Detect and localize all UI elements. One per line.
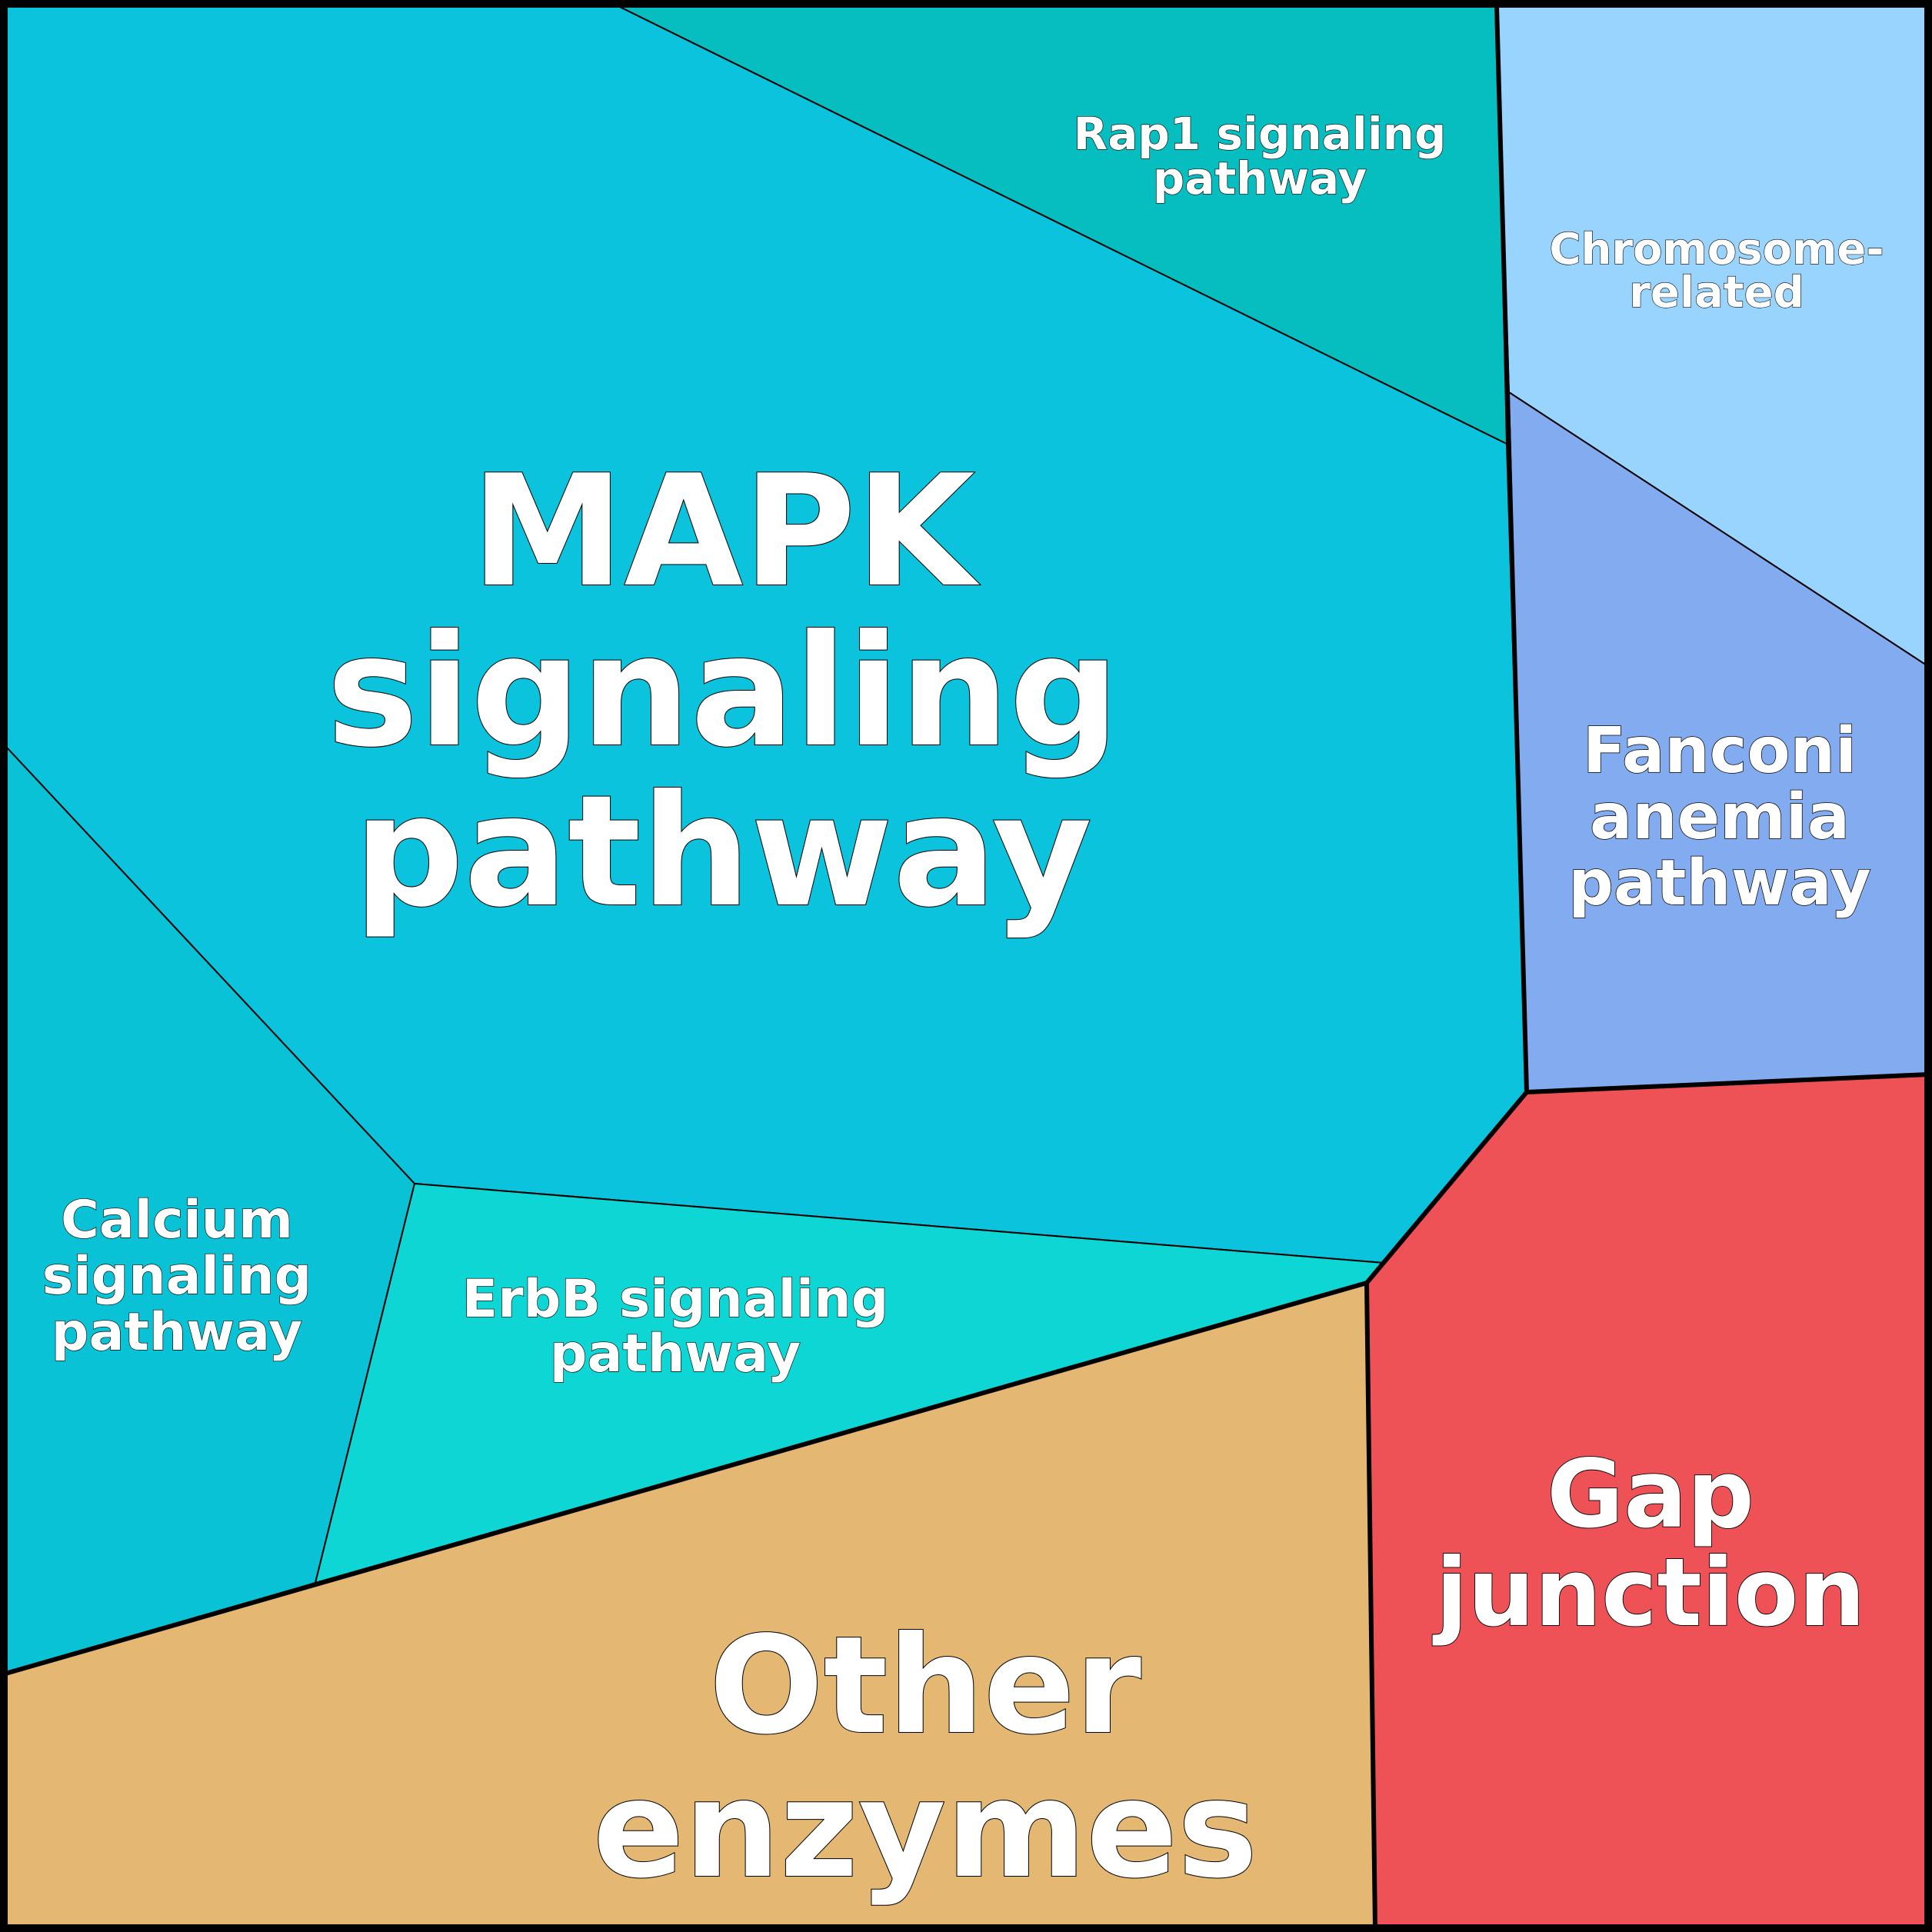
label-chromosome-line-1: Chromosome- — [1549, 225, 1884, 275]
label-erbb-line-1: ErbB signaling — [462, 1269, 889, 1330]
group-borders — [5, 5, 1929, 1929]
label-other-line-1: Other — [709, 1608, 1141, 1764]
label-mapk-line-2: signaling — [327, 602, 1120, 781]
label-fanconi-line-3: pathway — [1568, 847, 1871, 920]
label-fanconi-line-2: anemia — [1590, 781, 1850, 854]
label-calcium-line-2: signaling — [42, 1246, 311, 1307]
group-border-right — [1526, 1072, 1929, 1094]
label-mapk-line-3: pathway — [354, 762, 1092, 941]
label-fanconi-line-1: Fanconi — [1583, 715, 1857, 788]
label-calcium-line-1: Calcium — [61, 1190, 293, 1251]
label-chromosome-line-2: related — [1629, 268, 1804, 318]
label-rap1-line-1: Rap1 signaling — [1074, 108, 1447, 160]
label-rap1-line-2: pathway — [1153, 152, 1367, 205]
cells-layer — [5, 5, 1927, 1927]
label-gap-line-2: junction — [1432, 1538, 1866, 1647]
label-calcium-line-3: pathway — [52, 1302, 302, 1363]
group-border-gap-other — [1364, 1282, 1377, 1929]
label-other-line-2: enzymes — [593, 1752, 1257, 1908]
label-mapk-line-1: MAPK — [471, 442, 980, 621]
label-erbb-line-2: pathway — [550, 1324, 801, 1384]
group-border-upper-right — [5, 5, 1530, 1676]
label-chromosome: Chromosome-related — [1549, 225, 1884, 318]
label-gap-line-1: Gap — [1547, 1440, 1754, 1549]
